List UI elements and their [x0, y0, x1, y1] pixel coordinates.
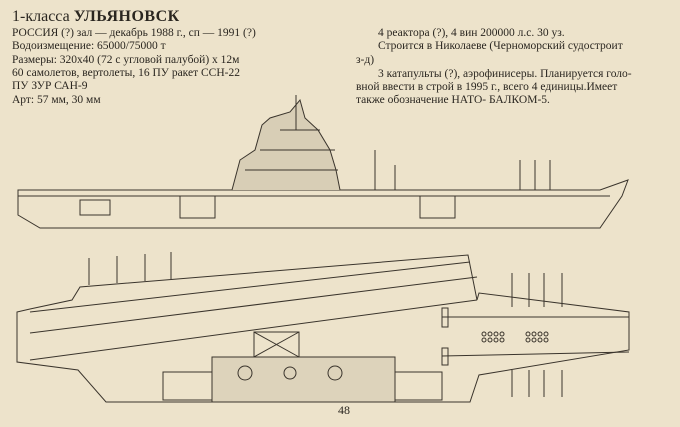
missile-launcher-hatches — [481, 331, 549, 343]
spec-line: вной ввести в строй в 1995 г., всего 4 е… — [356, 81, 618, 93]
ship-class-heading: 1-класса УЛЬЯНОВСК — [12, 9, 180, 25]
class-label: 1-класса — [12, 8, 70, 25]
spec-line: Арт: 57 мм, 30 мм — [12, 94, 101, 106]
spec-line: Водоизмещение: 65000/75000 т — [12, 40, 166, 52]
spec-line: Строится в Николаеве (Черноморский судос… — [378, 40, 623, 52]
ship-plan-drawing — [16, 252, 630, 403]
spec-line: 3 катапульты (?), аэрофинисеры. Планируе… — [378, 68, 632, 80]
spec-line: также обозначение НАТО- БАЛКОМ-5. — [356, 94, 550, 106]
page-number: 48 — [338, 403, 350, 417]
spec-line: ПУ ЗУР САН-9 — [12, 80, 88, 92]
spec-line: 60 самолетов, вертолеты, 16 ПУ ракет ССН… — [12, 67, 240, 79]
ship-profile-drawing — [17, 95, 629, 229]
spec-line: з-д) — [356, 54, 375, 66]
spec-line: Размеры: 320х40 (72 с угловой палубой) х… — [12, 54, 240, 66]
ship-name: УЛЬЯНОВСК — [73, 8, 180, 25]
spec-line: 4 реактора (?), 4 вин 200000 л.с. 30 уз. — [378, 27, 565, 39]
spec-line: РОССИЯ (?) зал — декабрь 1988 г., сп — 1… — [12, 27, 256, 39]
